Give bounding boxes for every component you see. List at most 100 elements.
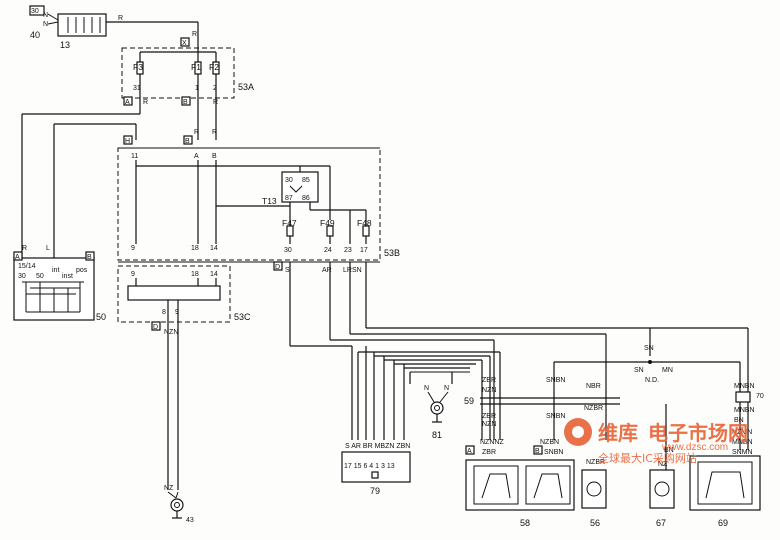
watermark-logo: 维库 电子市场网 www.dzsc.com 全球最大IC采购网站 — [564, 418, 748, 465]
component-label-58: 58 — [520, 518, 530, 528]
component-13: 13 R R — [57, 13, 199, 50]
component-50: A B 15/14 30 50 int inst pos 50 — [13, 251, 106, 322]
svg-text:T13: T13 — [262, 196, 277, 206]
module-53C: 9 18 14 8 9 53C — [117, 265, 251, 323]
svg-text:9: 9 — [131, 245, 135, 252]
svg-text:AR: AR — [322, 267, 332, 274]
svg-text:int: int — [52, 267, 59, 274]
component-69: MNBN 70 MNBN BN NZMN MNBN SNMN 69 — [689, 383, 764, 528]
svg-text:inst: inst — [62, 273, 73, 280]
svg-text:B: B — [212, 153, 217, 160]
fuse-F2: F2 — [209, 62, 219, 72]
svg-text:A: A — [467, 448, 472, 455]
svg-text:D: D — [275, 264, 280, 271]
svg-text:R: R — [118, 15, 123, 22]
fusebox-53A: X F3 F1 F2 31 1 2 53A A B R R — [121, 37, 254, 106]
svg-text:ZBR: ZBR — [482, 377, 496, 384]
svg-text:30: 30 — [284, 247, 292, 254]
component-label-79: 79 — [370, 486, 380, 496]
svg-text:N: N — [43, 12, 48, 19]
svg-text:17: 17 — [360, 247, 368, 254]
component-67: NZ BN 67 — [649, 404, 675, 528]
svg-text:86: 86 — [302, 195, 310, 202]
svg-text:SNBN: SNBN — [546, 377, 565, 384]
svg-text:87: 87 — [285, 195, 293, 202]
svg-text:www.dzsc.com: www.dzsc.com — [661, 442, 728, 453]
svg-text:S AR BR MBZN ZBN: S AR BR MBZN ZBN — [345, 443, 410, 450]
svg-text:NBR: NBR — [586, 383, 601, 390]
svg-text:8: 8 — [162, 309, 166, 316]
fuse-F48: F48 — [357, 218, 372, 228]
svg-text:MNBN: MNBN — [734, 383, 755, 390]
component-79: S AR BR MBZN ZBN 17 15 6 4 1 3 13 79 — [341, 443, 411, 496]
component-label-67: 67 — [656, 518, 666, 528]
svg-text:9: 9 — [131, 271, 135, 278]
component-56: NZBR 56 — [581, 459, 607, 528]
svg-text:A: A — [194, 153, 199, 160]
svg-text:18: 18 — [191, 271, 199, 278]
svg-text:N: N — [424, 385, 429, 392]
svg-text:维库: 维库 — [598, 421, 638, 445]
svg-text:15/14: 15/14 — [18, 263, 36, 270]
svg-text:NZ: NZ — [164, 485, 174, 492]
fuse-F1: F1 — [191, 62, 201, 72]
svg-text:85: 85 — [302, 177, 310, 184]
connector-59: ZBR NZN 59 ZBR NZN SNBN SNBN NBR NZBR — [464, 377, 620, 428]
svg-text:X: X — [182, 40, 187, 47]
svg-text:30: 30 — [31, 8, 39, 15]
component-label-53A: 53A — [238, 82, 254, 92]
svg-text:NZ: NZ — [658, 461, 668, 468]
svg-text:电子市场网: 电子市场网 — [648, 421, 748, 445]
svg-text:2: 2 — [213, 85, 217, 92]
svg-text:11: 11 — [131, 153, 138, 160]
svg-text:S: S — [285, 267, 290, 274]
svg-text:LRSN: LRSN — [343, 267, 362, 274]
fuse-F49: F49 — [320, 218, 335, 228]
svg-text:R: R — [194, 129, 199, 136]
svg-text:NZNNZ: NZNNZ — [480, 439, 504, 446]
svg-text:1: 1 — [195, 85, 199, 92]
svg-text:H: H — [125, 138, 130, 145]
component-label-69: 69 — [718, 518, 728, 528]
svg-text:R: R — [212, 129, 217, 136]
svg-text:30: 30 — [18, 273, 26, 280]
svg-text:SNMN: SNMN — [732, 449, 753, 456]
component-label-56: 56 — [590, 518, 600, 528]
component-label-53B: 53B — [384, 248, 400, 258]
svg-text:BN: BN — [664, 447, 674, 454]
component-43: NZ 43 — [164, 485, 194, 524]
svg-text:ZBR: ZBR — [482, 413, 496, 420]
component-label-81: 81 — [432, 430, 442, 440]
svg-text:70: 70 — [756, 393, 764, 400]
component-58: A B NZNNZ ZBR NZBN SNBN 58 — [465, 439, 575, 528]
svg-text:9: 9 — [175, 309, 179, 316]
svg-text:14: 14 — [210, 271, 218, 278]
svg-text:BN: BN — [734, 417, 744, 424]
svg-text:B: B — [183, 99, 188, 106]
relay-T13 — [281, 171, 319, 203]
svg-text:SNBN: SNBN — [546, 413, 565, 420]
svg-text:NZBR: NZBR — [586, 459, 605, 466]
svg-text:SNBN: SNBN — [544, 449, 563, 456]
svg-text:R: R — [22, 245, 27, 252]
svg-text:30: 30 — [285, 177, 293, 184]
svg-text:B: B — [535, 448, 540, 455]
svg-text:R: R — [213, 99, 218, 106]
svg-text:59: 59 — [464, 396, 474, 406]
svg-text:N: N — [444, 385, 449, 392]
fuse-F47: F47 — [282, 218, 297, 228]
svg-text:MNBN: MNBN — [734, 407, 755, 414]
svg-text:31: 31 — [133, 85, 141, 92]
svg-text:R: R — [192, 31, 197, 38]
svg-text:17 15 6 4 1 3 13: 17 15 6 4 1 3 13 — [344, 463, 395, 470]
svg-text:SN: SN — [634, 367, 644, 374]
component-label-13: 13 — [60, 40, 70, 50]
component-label-50: 50 — [96, 312, 106, 322]
component-label-53C: 53C — [234, 312, 251, 322]
svg-text:NZN: NZN — [482, 387, 496, 394]
svg-text:全球最大IC采购网站: 全球最大IC采购网站 — [598, 451, 697, 465]
svg-text:MNBN: MNBN — [732, 439, 753, 446]
svg-text:NZBR: NZBR — [584, 405, 603, 412]
